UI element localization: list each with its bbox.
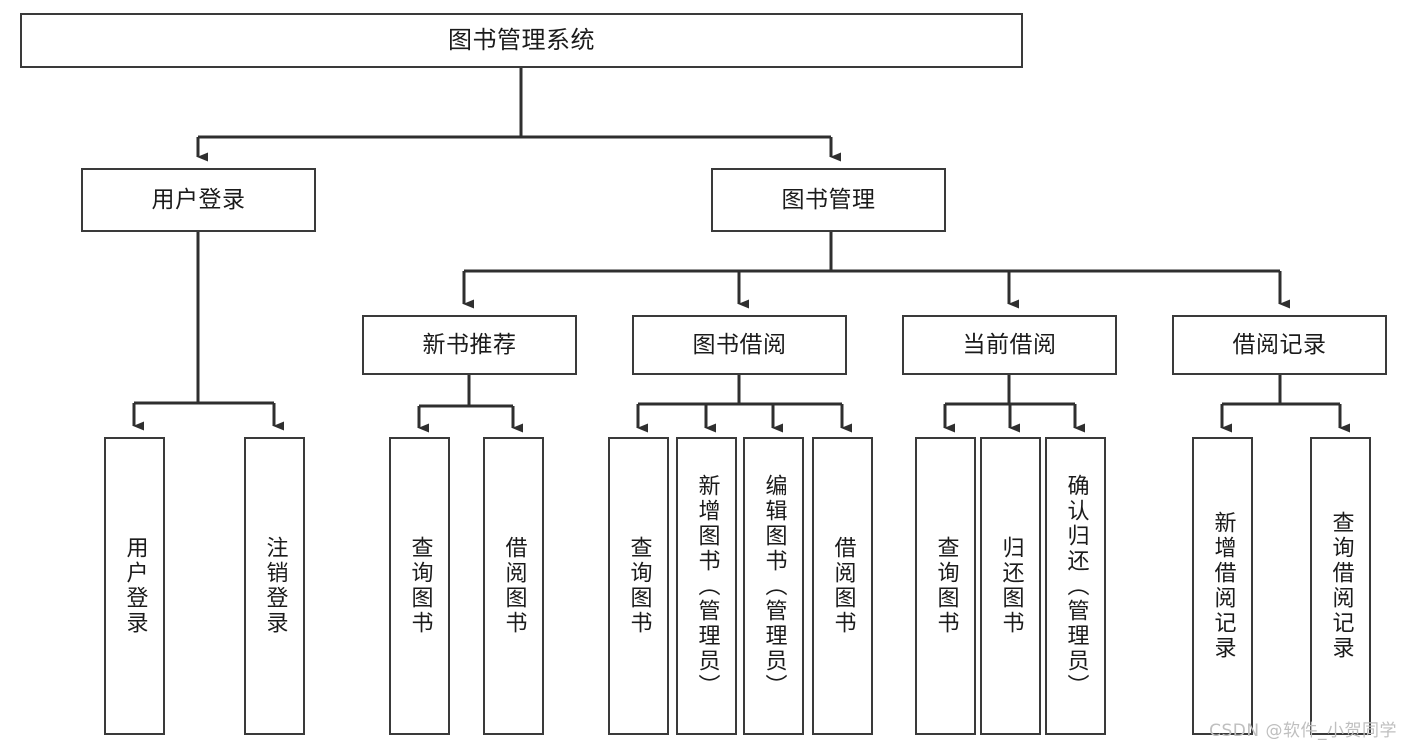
node-label: 新书推荐 [422, 331, 517, 358]
leaf-confirm-return-admin[interactable]: 确认归还（管理员） [1045, 437, 1106, 735]
node-borrow-record[interactable]: 借阅记录 [1172, 315, 1387, 375]
node-book-management[interactable]: 图书管理 [711, 168, 946, 232]
node-label: 编辑图书（管理员） [761, 473, 787, 699]
leaf-add-book-admin[interactable]: 新增图书（管理员） [676, 437, 737, 735]
leaf-return-book[interactable]: 归还图书 [980, 437, 1041, 735]
node-label: 借阅图书 [830, 536, 856, 636]
node-label: 当前借阅 [962, 331, 1057, 358]
node-label: 图书管理系统 [448, 25, 595, 54]
node-label: 用户登录 [151, 186, 246, 213]
node-label: 新增图书（管理员） [694, 473, 720, 699]
leaf-query-book-current[interactable]: 查询图书 [915, 437, 976, 735]
node-label: 借阅图书 [501, 536, 527, 636]
csdn-watermark: CSDN @软件_小贺同学 [1209, 721, 1397, 741]
node-label: 确认归还（管理员） [1063, 473, 1089, 699]
leaf-query-book-borrow[interactable]: 查询图书 [608, 437, 669, 735]
leaf-borrow-book-newbook[interactable]: 借阅图书 [483, 437, 544, 735]
leaf-query-borrow-record[interactable]: 查询借阅记录 [1310, 437, 1371, 735]
leaf-user-login[interactable]: 用户登录 [104, 437, 165, 735]
node-label: 注销登录 [262, 536, 288, 636]
leaf-logout[interactable]: 注销登录 [244, 437, 305, 735]
node-current-borrow[interactable]: 当前借阅 [902, 315, 1117, 375]
node-label: 查询图书 [933, 536, 959, 636]
leaf-borrow-book-borrow[interactable]: 借阅图书 [812, 437, 873, 735]
leaf-add-borrow-record[interactable]: 新增借阅记录 [1192, 437, 1253, 735]
node-label: 用户登录 [122, 536, 148, 636]
node-book-borrow[interactable]: 图书借阅 [632, 315, 847, 375]
leaf-query-book-newbook[interactable]: 查询图书 [389, 437, 450, 735]
node-root-system[interactable]: 图书管理系统 [20, 13, 1023, 68]
node-new-book-recommend[interactable]: 新书推荐 [362, 315, 577, 375]
node-user-login[interactable]: 用户登录 [81, 168, 316, 232]
node-label: 新增借阅记录 [1210, 511, 1236, 661]
leaf-edit-book-admin[interactable]: 编辑图书（管理员） [743, 437, 804, 735]
node-label: 借阅记录 [1232, 331, 1327, 358]
node-label: 查询借阅记录 [1328, 511, 1354, 661]
node-label: 查询图书 [407, 536, 433, 636]
node-label: 查询图书 [626, 536, 652, 636]
node-label: 图书管理 [781, 186, 876, 213]
node-label: 图书借阅 [692, 331, 787, 358]
node-label: 归还图书 [998, 536, 1024, 636]
